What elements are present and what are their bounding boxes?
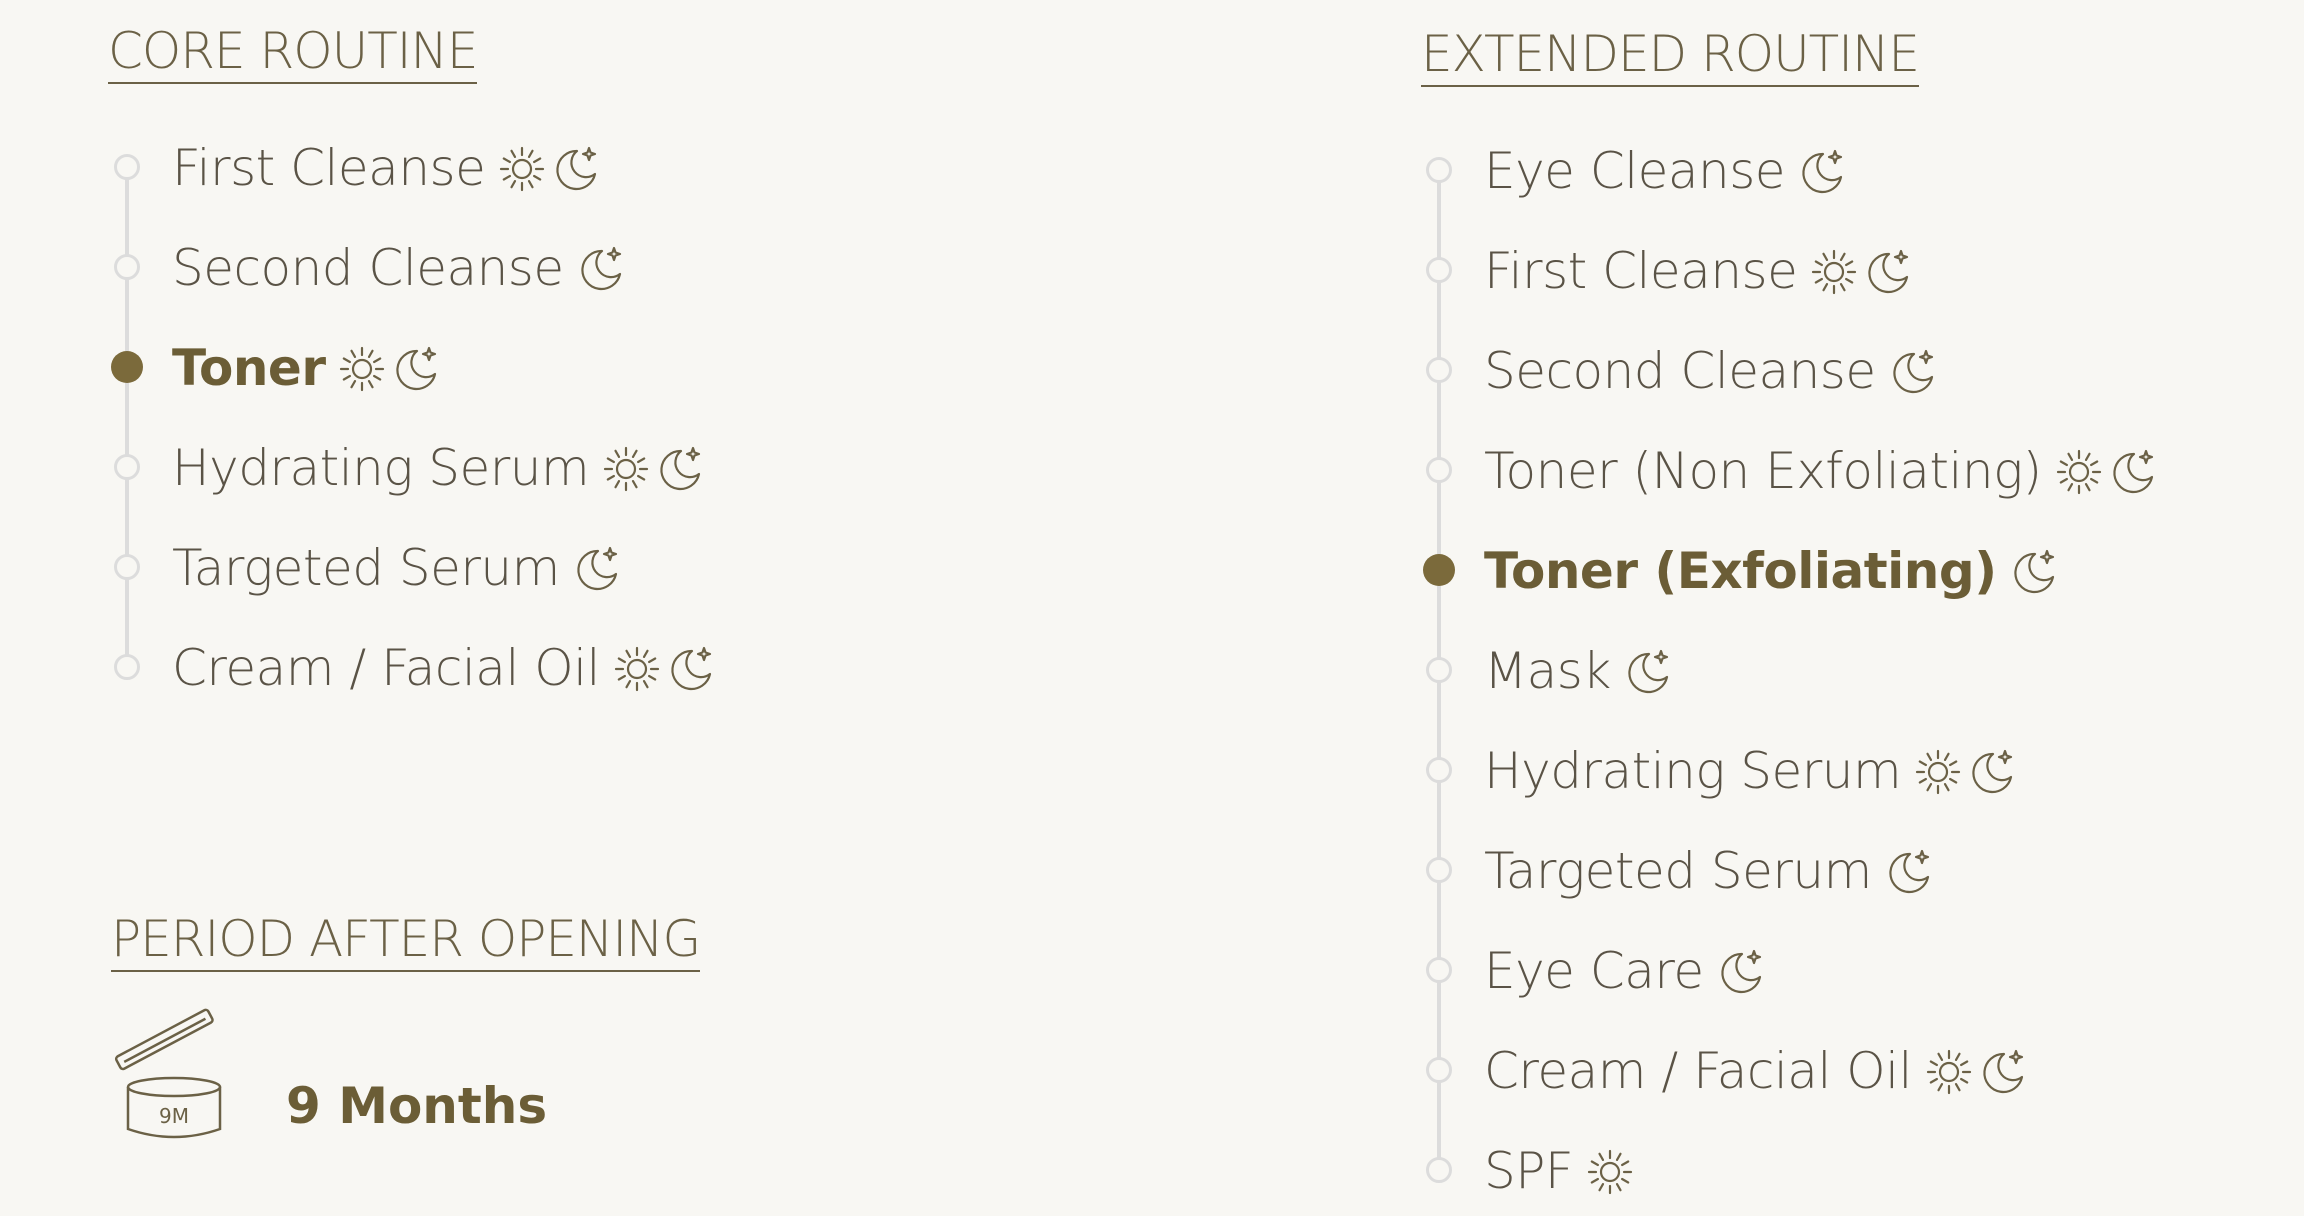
core-timeline-line xyxy=(125,167,129,667)
step-label: Eye Care xyxy=(1484,942,1704,1000)
step-node xyxy=(1426,1057,1452,1083)
step-time-icons xyxy=(1585,1147,1635,1197)
sun-icon xyxy=(1809,247,1859,297)
step-time-icons xyxy=(1809,247,1913,297)
pao-value: 9 Months xyxy=(286,1077,548,1135)
step-label: Toner (Exfoliating) xyxy=(1484,542,1997,600)
step-node xyxy=(1426,457,1452,483)
step-time-icons xyxy=(576,244,626,294)
pao-heading: PERIOD AFTER OPENING xyxy=(111,914,701,972)
moon-icon xyxy=(1716,947,1766,997)
step-label: Hydrating Serum xyxy=(172,439,590,497)
step-time-icons xyxy=(1913,747,2017,797)
pao-icon-label: 9M xyxy=(159,1104,189,1128)
core-routine-heading: CORE ROUTINE xyxy=(108,26,478,84)
sun-icon xyxy=(2054,447,2104,497)
moon-icon xyxy=(1888,347,1938,397)
step-time-icons xyxy=(1884,847,1934,897)
moon-icon xyxy=(1967,747,2017,797)
step-label: Second Cleanse xyxy=(172,239,564,297)
moon-icon xyxy=(391,344,441,394)
moon-icon xyxy=(576,244,626,294)
step-node xyxy=(114,254,140,280)
moon-icon xyxy=(1978,1047,2028,1097)
step-label: Eye Cleanse xyxy=(1484,142,1786,200)
step-label: Targeted Serum xyxy=(1484,842,1872,900)
open-jar-icon: 9M xyxy=(114,1008,222,1139)
moon-icon xyxy=(2108,447,2158,497)
moon-icon xyxy=(666,644,716,694)
moon-icon xyxy=(572,544,622,594)
step-node xyxy=(1426,357,1452,383)
step-time-icons xyxy=(601,444,705,494)
step-label: Toner xyxy=(172,339,326,397)
step-label: First Cleanse xyxy=(1484,242,1798,300)
step-time-icons xyxy=(1888,347,1938,397)
step-node xyxy=(1426,857,1452,883)
step-node xyxy=(114,154,140,180)
step-label: Mask xyxy=(1484,642,1611,700)
step-node xyxy=(114,454,140,480)
sun-icon xyxy=(601,444,651,494)
step-time-icons xyxy=(2009,547,2059,597)
step-node xyxy=(1426,157,1452,183)
step-time-icons xyxy=(337,344,441,394)
step-time-icons xyxy=(497,144,601,194)
step-label: Second Cleanse xyxy=(1484,342,1876,400)
extended-routine-heading: EXTENDED ROUTINE xyxy=(1421,29,1920,87)
step-time-icons xyxy=(572,544,622,594)
moon-icon xyxy=(1797,147,1847,197)
step-time-icons xyxy=(1924,1047,2028,1097)
step-label: First Cleanse xyxy=(172,139,486,197)
step-time-icons xyxy=(2054,447,2158,497)
step-node xyxy=(1426,757,1452,783)
sun-icon xyxy=(337,344,387,394)
step-node xyxy=(114,654,140,680)
moon-icon xyxy=(2009,547,2059,597)
step-node xyxy=(1426,657,1452,683)
sun-icon xyxy=(497,144,547,194)
step-label: Hydrating Serum xyxy=(1484,742,1902,800)
step-node-active xyxy=(1423,554,1455,586)
step-time-icons xyxy=(1623,647,1673,697)
step-node xyxy=(1426,1157,1452,1183)
step-label: Cream / Facial Oil xyxy=(172,639,600,697)
moon-icon xyxy=(1623,647,1673,697)
sun-icon xyxy=(1913,747,1963,797)
moon-icon xyxy=(551,144,601,194)
step-time-icons xyxy=(1716,947,1766,997)
moon-icon xyxy=(655,444,705,494)
step-node xyxy=(1426,257,1452,283)
moon-icon xyxy=(1884,847,1934,897)
step-node-active xyxy=(111,351,143,383)
step-time-icons xyxy=(1797,147,1847,197)
sun-icon xyxy=(1924,1047,1974,1097)
step-label: Cream / Facial Oil xyxy=(1484,1042,1912,1100)
step-label: Targeted Serum xyxy=(172,539,560,597)
step-node xyxy=(114,554,140,580)
sun-icon xyxy=(612,644,662,694)
step-label: SPF xyxy=(1484,1142,1574,1200)
sun-icon xyxy=(1585,1147,1635,1197)
moon-icon xyxy=(1863,247,1913,297)
step-node xyxy=(1426,957,1452,983)
step-time-icons xyxy=(612,644,716,694)
step-label: Toner (Non Exfoliating) xyxy=(1484,442,2042,500)
